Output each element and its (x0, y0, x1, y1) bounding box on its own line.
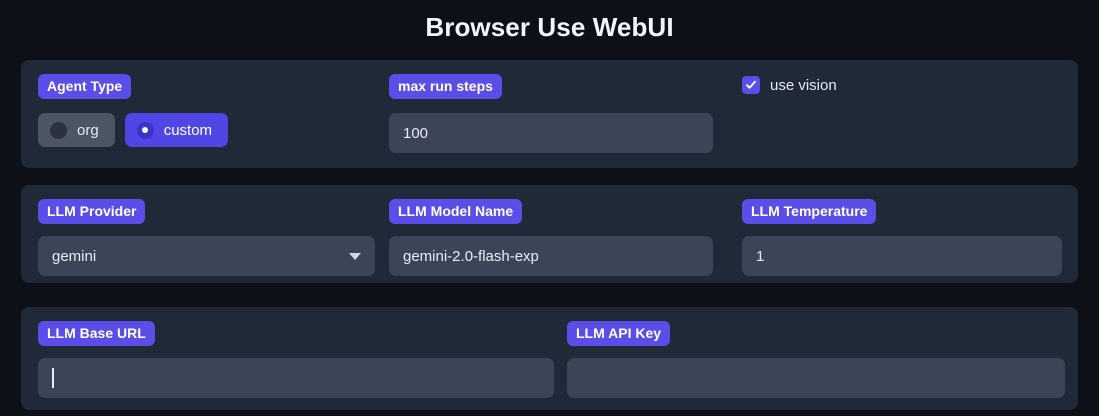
radio-unselected-icon (50, 121, 67, 139)
agent-settings-panel: Agent Type org custom max run steps 100 … (21, 60, 1078, 168)
radio-dot-inner (142, 127, 149, 133)
llm-provider-label: LLM Provider (38, 199, 146, 224)
max-run-steps-label: max run steps (389, 74, 502, 99)
llm-base-url-input[interactable] (38, 358, 554, 398)
llm-model-name-label: LLM Model Name (389, 199, 523, 224)
agent-type-label: Agent Type (38, 74, 132, 99)
radio-selected-icon (136, 121, 154, 139)
llm-base-url-label: LLM Base URL (38, 321, 155, 346)
use-vision-checkbox-row[interactable]: use vision (742, 76, 837, 94)
llm-api-key-input[interactable] (567, 358, 1065, 398)
text-caret (52, 368, 54, 388)
use-vision-label: use vision (770, 76, 837, 94)
page-title: Browser Use WebUI (425, 12, 674, 42)
llm-provider-value: gemini (52, 247, 97, 265)
title-bar: Browser Use WebUI (0, 0, 1099, 55)
llm-provider-select[interactable]: gemini (38, 236, 375, 276)
agent-type-radio-group[interactable]: org custom (38, 113, 229, 147)
agent-type-option-custom[interactable]: custom (124, 113, 229, 147)
llm-connection-panel: LLM Base URL LLM API Key (21, 307, 1078, 410)
llm-settings-panel: LLM Provider gemini LLM Model Name gemin… (21, 185, 1078, 283)
llm-temperature-label: LLM Temperature (742, 199, 877, 224)
chevron-down-icon (349, 252, 361, 260)
agent-type-option-custom-label: custom (163, 121, 213, 139)
agent-type-option-org-label: org (77, 121, 99, 139)
max-run-steps-input[interactable]: 100 (389, 113, 713, 153)
llm-temperature-input[interactable]: 1 (742, 236, 1062, 276)
agent-type-option-org[interactable]: org (38, 113, 115, 147)
llm-model-name-input[interactable]: gemini-2.0-flash-exp (389, 236, 713, 276)
llm-api-key-label: LLM API Key (567, 321, 671, 346)
use-vision-checkbox[interactable] (742, 76, 760, 94)
check-icon (746, 80, 756, 89)
